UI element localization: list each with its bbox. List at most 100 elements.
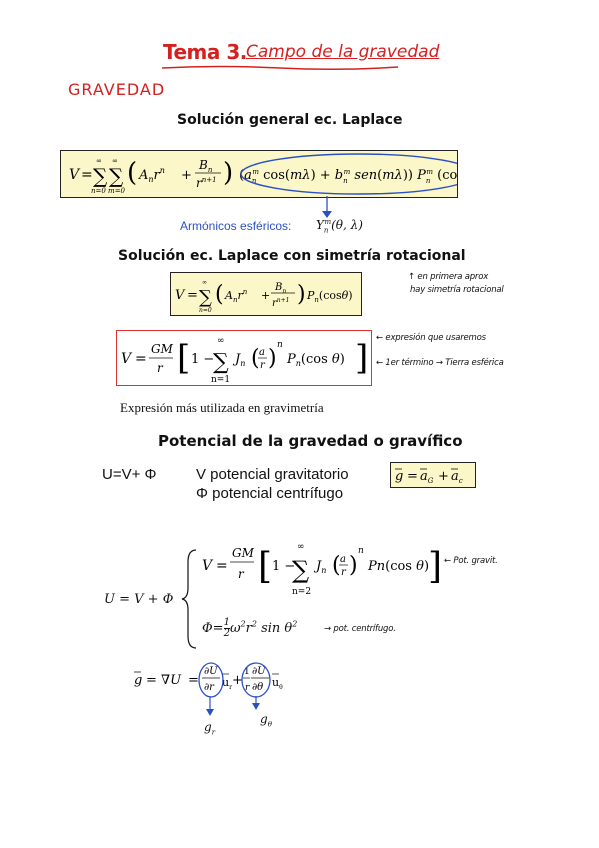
formula-laplace-general-svg: V = ∑ ∑ ∞ ∞ n=0 m=0 ( Anrn + Bn rn+1 ) (… [69,153,477,195]
svg-text:GM: GM [151,342,174,356]
svg-text:r: r [245,683,250,693]
formula-gradient-svg: g = ∇U = ∂U ∂r ur + 1 r ∂U ∂θ uθ [134,662,283,698]
svg-text:r: r [157,361,164,375]
svg-text:[: [ [258,546,272,587]
svg-text:]: ] [355,338,368,378]
svg-text:a: a [340,554,346,565]
svg-text:ur: ur [222,676,232,691]
svg-text:∞: ∞ [112,157,118,165]
heading-laplace-general: Solución general ec. Laplace [177,112,403,128]
svg-text:n: n [358,546,364,556]
svg-text:∂r: ∂r [204,682,215,693]
svg-text:ac: ac [451,469,463,485]
svg-text:Anrn: Anrn [138,166,165,184]
svg-text:∂U: ∂U [204,666,218,677]
svg-text:= ∇U: = ∇U [146,673,182,688]
svg-text:): ) [297,282,306,307]
svg-text:∞: ∞ [96,157,102,165]
note-first-term: ← 1er término → Tierra esférica [376,358,504,368]
svg-text:[: [ [177,338,190,378]
svg-text:rn+1: rn+1 [272,297,290,309]
u-equals-v-plus-phi: U = V + Φ [104,592,174,607]
svg-text:Pn(cos θ): Pn(cos θ) [367,559,429,574]
svg-text:Pn(cosθ): Pn(cosθ) [306,289,353,304]
svg-text:n: n [277,340,283,350]
svg-text:∑: ∑ [109,164,124,188]
svg-text:]: ] [428,546,440,587]
svg-text:∞: ∞ [297,542,305,552]
svg-text:=: = [216,558,228,574]
formula-laplace-rotational-svg: V = ∑ ∞ n=0 ( Anrn + Bn rn+1 ) Pn(cosθ) [175,279,353,314]
svg-text:a: a [259,347,265,358]
label-gtheta: gθ [260,712,272,729]
svg-text:n=0 m=0: n=0 m=0 [91,187,126,195]
potential-v-label: V potencial gravitatorio [196,466,349,483]
svg-text:∑: ∑ [199,287,212,308]
svg-text:aG: aG [420,469,434,485]
svg-text:∞: ∞ [217,336,225,346]
potential-phi-label: Φ potencial centrífugo [196,485,344,502]
page-title: Tema 3. [163,40,247,64]
svg-text:(: ( [332,553,341,578]
svg-text:+: + [438,469,449,484]
formula-v-expanded-svg: V = GM r [ 1 − ∑ ∞ n=2 Jn ( a r ) n Pn(c… [202,542,442,597]
svg-text:∂U: ∂U [252,666,266,677]
heading-laplace-rotational: Solución ec. Laplace con simetría rotaci… [118,248,466,264]
section-label-gravedad: GRAVEDAD [68,80,166,99]
armonicos-label: Armónicos esféricos: [180,219,292,233]
svg-text:Bn: Bn [198,158,213,174]
svg-text:): ) [349,553,358,578]
svg-text:1 −: 1 − [191,352,214,367]
svg-text:1 −: 1 − [272,559,295,574]
svg-text:(: ( [251,346,260,371]
arrow-to-gr [206,696,214,716]
svg-text:rn+1: rn+1 [196,176,217,190]
svg-text:=: = [407,469,418,484]
formula-g-vector: g = aG + ac [390,462,476,488]
note-approx-1: ↑ en primera aprox [408,272,489,282]
svg-text:∑: ∑ [292,556,309,584]
heading-potential: Potencial de la gravedad o gravífico [158,432,463,450]
note-approx-2: hay simetría rotacional [410,285,504,295]
svg-text:∞: ∞ [202,279,207,286]
note-expression: ← expresión que usaremos [376,333,486,343]
svg-text:=: = [187,288,198,303]
system-brace [181,549,197,649]
svg-text:Jn: Jn [232,352,245,368]
note-pot-grav: ← Pot. gravit. [444,556,498,566]
gravimetry-caption: Expresión más utilizada en gravimetría [120,400,324,415]
formula-gradient: g = ∇U = ∂U ∂r ur + 1 r ∂U ∂θ uθ [130,660,310,700]
svg-text:): ) [223,158,233,188]
svg-text:+: + [261,289,270,302]
note-pot-centrif: → pot. centrífugo. [324,624,396,634]
svg-text:(: ( [215,282,224,307]
formula-gravimetry-svg: V = GM r [ 1 − ∑ ∞ n=1 Jn ( a r ) n Pn(c… [121,336,368,385]
svg-text:V: V [121,351,133,367]
svg-text:uθ: uθ [272,676,283,691]
svg-text:(: ( [127,158,137,188]
formula-g-vector-svg: g = aG + ac [395,468,463,485]
svg-text:n=2: n=2 [292,587,311,597]
svg-text:Pn(cos θ): Pn(cos θ) [286,352,345,368]
formula-laplace-general: V = ∑ ∑ ∞ ∞ n=0 m=0 ( Anrn + Bn rn+1 ) (… [60,150,477,198]
svg-text:+: + [232,673,243,688]
svg-text:=: = [81,167,93,183]
svg-text:V: V [175,288,186,303]
svg-text:∑: ∑ [93,164,108,188]
arrow-to-gtheta [252,696,260,710]
page-subtitle: Campo de la gravedad [246,42,440,62]
svg-text:r: r [238,567,245,581]
svg-text:r: r [260,360,266,371]
svg-text:g: g [134,673,142,688]
formula-laplace-rotational: V = ∑ ∞ n=0 ( Anrn + Bn rn+1 ) Pn(cosθ) [170,272,362,316]
svg-text:V: V [69,167,81,183]
svg-text:Anrn: Anrn [224,288,248,304]
svg-text:GM: GM [232,546,255,560]
svg-text:): ) [268,346,277,371]
svg-text:Jn: Jn [313,559,326,575]
label-gr: gr [204,720,216,737]
svg-text:=: = [188,673,199,688]
svg-text:r: r [341,567,347,578]
svg-text:(anm cos(mλ) + bnm sen(mλ)) Pn: (anm cos(mλ) + bnm sen(mλ)) Pnm (cosθ) [239,168,457,185]
